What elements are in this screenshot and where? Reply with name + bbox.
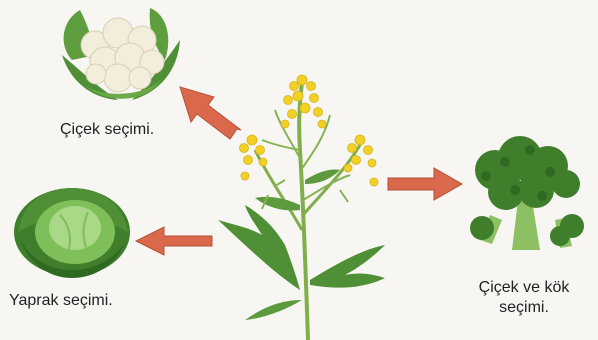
- arrow-to-cauliflower: [180, 87, 241, 139]
- cauliflower-icon: [62, 8, 180, 100]
- wild-mustard-plant-icon: [218, 75, 385, 340]
- broccoli-icon: [470, 136, 584, 250]
- arrow-to-cabbage: [136, 227, 212, 255]
- cauliflower-label: Çiçek seçimi.: [60, 120, 154, 140]
- arrow-to-broccoli: [388, 168, 462, 200]
- broccoli-label: Çiçek ve kök seçimi.: [462, 278, 586, 318]
- cabbage-label: Yaprak seçimi.: [9, 291, 113, 311]
- cabbage-icon: [14, 188, 130, 278]
